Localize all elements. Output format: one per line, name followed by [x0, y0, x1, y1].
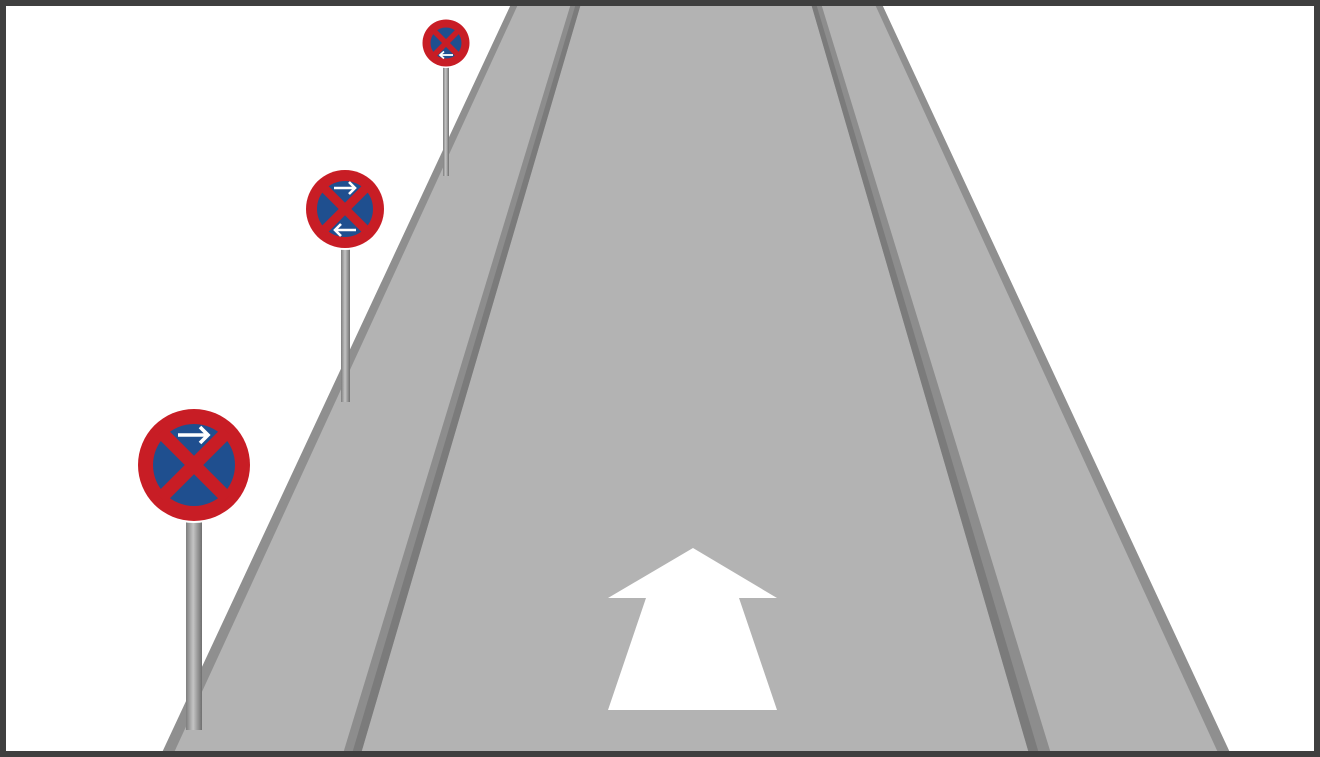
sign-x-cross-far — [431, 28, 461, 58]
no-stopping-sign-near — [136, 407, 252, 730]
arrow-left-icon — [333, 223, 356, 237]
sign-x-cross-middle — [318, 182, 372, 236]
road-arrow-marking — [608, 548, 777, 710]
sign-pole-middle — [341, 246, 350, 402]
road-right-edge — [875, 6, 1230, 751]
lane-divider-right-shadow — [811, 6, 1039, 751]
no-stopping-sign-far — [421, 18, 471, 176]
sign-x-cross-near — [156, 427, 232, 503]
arrow-left-icon — [438, 50, 453, 60]
road-left-edge — [162, 6, 518, 751]
lane-divider-left-shadow — [352, 6, 581, 751]
sign-pole-near — [186, 518, 202, 730]
no-stopping-sign-middle — [304, 168, 386, 402]
sign-pole-far — [443, 62, 449, 176]
arrow-right-icon — [334, 181, 357, 195]
arrow-right-icon — [178, 425, 211, 445]
